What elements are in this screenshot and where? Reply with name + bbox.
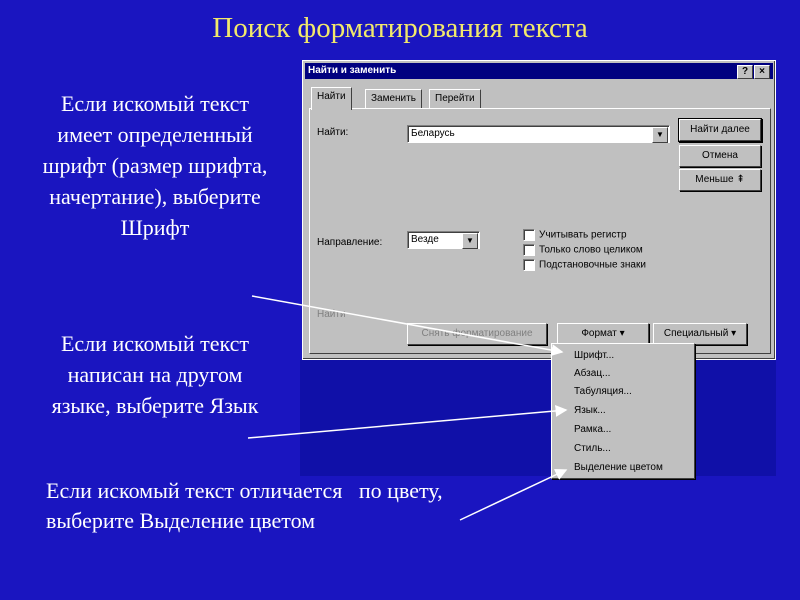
help-button[interactable]: ? — [737, 65, 753, 79]
tab-replace[interactable]: Заменить — [365, 89, 422, 108]
wildcards-checkbox[interactable]: Подстановочные знаки — [523, 259, 723, 273]
slide-title: Поиск форматирования текста — [212, 12, 588, 44]
whole-word-checkbox[interactable]: Только слово целиком — [523, 244, 723, 258]
note-highlight-line2: выберите Выделение цветом — [46, 508, 316, 533]
match-case-label: Учитывать регистр — [539, 229, 627, 241]
find-section-label: Найти — [317, 309, 346, 320]
dialog-title: Найти и заменить — [308, 65, 397, 76]
tab-goto[interactable]: Перейти — [429, 89, 481, 108]
arrow-to-language — [247, 404, 568, 439]
no-formatting-button[interactable]: Снять форматирование — [407, 323, 547, 345]
arrow-to-font — [251, 295, 564, 357]
find-next-button[interactable]: Найти далее — [679, 119, 761, 141]
checkbox-box[interactable] — [523, 259, 535, 271]
menu-item-frame[interactable]: Рамка... — [574, 424, 612, 435]
menu-item-style[interactable]: Стиль... — [574, 443, 611, 454]
close-button[interactable]: × — [754, 65, 770, 79]
direction-dropdown-arrow-icon[interactable]: ▼ — [462, 233, 478, 249]
cancel-button[interactable]: Отмена — [679, 145, 761, 167]
wildcards-label: Подстановочные знаки — [539, 259, 646, 271]
direction-value: Везде — [411, 234, 439, 245]
arrow-to-highlight — [459, 469, 568, 521]
find-dropdown-arrow-icon[interactable]: ▼ — [652, 127, 668, 143]
menu-item-paragraph[interactable]: Абзац... — [574, 368, 611, 379]
find-input[interactable]: Беларусь ▼ — [407, 125, 670, 143]
direction-label: Направление: — [317, 237, 383, 248]
dialog-titlebar[interactable]: Найти и заменить ? × — [305, 63, 773, 79]
menu-item-language[interactable]: Язык... — [574, 405, 606, 416]
less-button[interactable]: Меньше ⇞ — [679, 169, 761, 191]
menu-item-tabs[interactable]: Табуляция... — [574, 386, 632, 397]
note-highlight: Если искомый текст отличается по цвету, … — [46, 476, 566, 536]
menu-item-highlight[interactable]: Выделение цветом — [574, 462, 663, 473]
checkbox-box[interactable] — [523, 244, 535, 256]
find-input-value: Беларусь — [411, 128, 455, 139]
direction-select[interactable]: Везде ▼ — [407, 231, 480, 249]
note-language: Если искомый текст написан на другом язы… — [51, 331, 259, 418]
tab-find[interactable]: Найти — [311, 87, 352, 110]
note-highlight-line1: Если искомый текст отличается по цвету, — [46, 478, 443, 503]
find-label: Найти: — [317, 127, 349, 138]
format-menu: Шрифт... Абзац... Табуляция... Язык... Р… — [551, 343, 695, 479]
whole-word-label: Только слово целиком — [539, 244, 643, 256]
note-font: Если искомый текст имеет определенный шр… — [42, 91, 268, 240]
special-button[interactable]: Специальный ▾ — [653, 323, 747, 345]
dialog-backdrop — [300, 360, 776, 476]
find-replace-dialog: Найти и заменить ? × Найти Заменить Пере… — [302, 60, 776, 360]
checkbox-box[interactable] — [523, 229, 535, 241]
tab-panel — [309, 108, 771, 354]
match-case-checkbox[interactable]: Учитывать регистр — [523, 229, 723, 243]
menu-item-font[interactable]: Шрифт... — [574, 350, 615, 361]
